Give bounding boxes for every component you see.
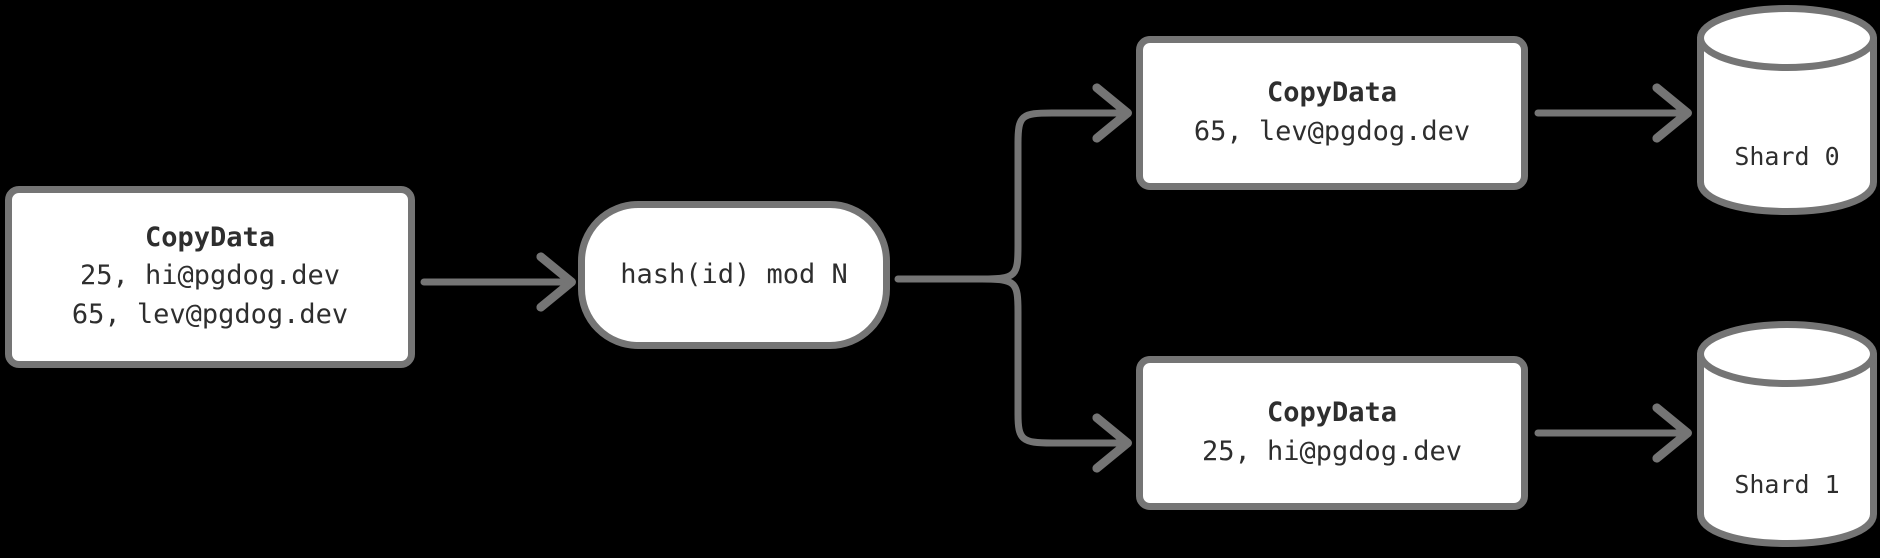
node-bottom-copydata[interactable]: CopyData 25, hi@pgdog.dev (1136, 356, 1528, 510)
node-shard1-label: Shard 1 (1734, 470, 1840, 499)
node-hash-label: hash(id) mod N (620, 259, 848, 291)
node-top-title: CopyData (1266, 77, 1398, 109)
node-source-row-0: 25, hi@pgdog.dev (79, 260, 341, 292)
node-shard0-label: Shard 0 (1734, 142, 1840, 171)
node-bottom-title: CopyData (1266, 397, 1398, 429)
node-shard1-database[interactable]: Shard 1 (1694, 318, 1880, 558)
node-shard0-database[interactable]: Shard 0 (1694, 2, 1880, 218)
database-cylinder-icon (1697, 5, 1877, 215)
edge-hash-to-top-copy (978, 113, 1122, 283)
node-top-copydata[interactable]: CopyData 65, lev@pgdog.dev (1136, 36, 1528, 190)
edge-hash-to-bottom-copy (978, 275, 1122, 443)
node-bottom-row-0: 25, hi@pgdog.dev (1201, 435, 1463, 467)
node-source-title: CopyData (144, 221, 276, 253)
database-cylinder-icon (1697, 321, 1877, 547)
node-source-row-1: 65, lev@pgdog.dev (71, 299, 349, 331)
node-hash-function[interactable]: hash(id) mod N (578, 201, 890, 349)
node-top-row-0: 65, lev@pgdog.dev (1193, 115, 1471, 147)
node-source-copydata[interactable]: CopyData 25, hi@pgdog.dev 65, lev@pgdog.… (5, 186, 415, 368)
